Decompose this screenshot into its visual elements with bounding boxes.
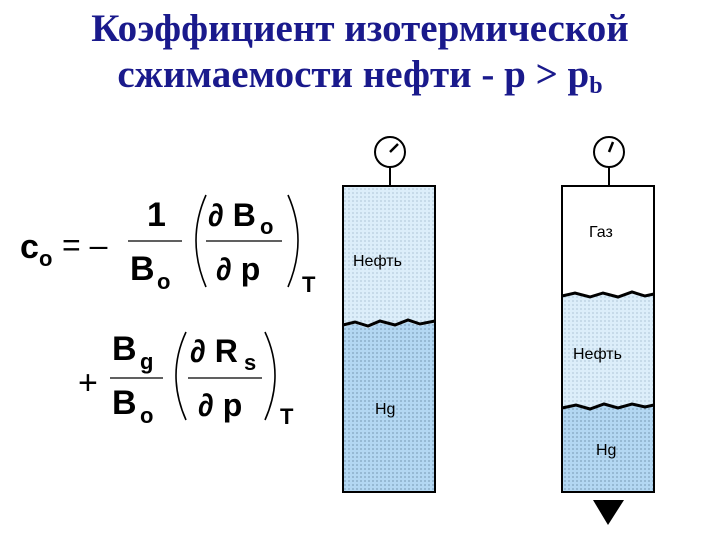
right-gas-region bbox=[562, 186, 654, 298]
right-oil-region bbox=[562, 293, 654, 408]
right-pressure-gauge bbox=[593, 136, 625, 186]
term2-left-paren bbox=[175, 331, 187, 421]
title-line-2-subscript: b bbox=[589, 73, 603, 99]
title-line-1: Коэффициент изотермической bbox=[91, 7, 629, 50]
right-gas-oil-interface bbox=[561, 290, 655, 299]
left-oil-label: Нефть bbox=[353, 253, 402, 270]
term2-dp: ∂ p bbox=[198, 387, 242, 423]
term1-den-subscript: o bbox=[157, 269, 170, 294]
left-mercury-label: Hg bbox=[375, 401, 396, 418]
right-mercury-region bbox=[562, 405, 654, 492]
term1-dBo-main: ∂ B bbox=[208, 197, 256, 233]
term1-dBo-subscript: o bbox=[260, 214, 273, 239]
left-oil-region bbox=[343, 186, 435, 327]
left-mercury-region bbox=[343, 322, 435, 492]
left-cell-wall bbox=[342, 185, 436, 493]
right-oil-mercury-interface bbox=[561, 402, 655, 411]
formula-lhs-subscript: o bbox=[39, 246, 52, 271]
right-mercury-label: Hg bbox=[596, 442, 617, 459]
right-gas-label: Газ bbox=[589, 224, 613, 241]
term2-den-B: B bbox=[112, 384, 137, 422]
formula-equals-minus: = – bbox=[62, 227, 108, 263]
slide-title: Коэффициент изотермической сжимаемости н… bbox=[0, 6, 720, 98]
term1-numerator: 1 bbox=[147, 196, 166, 234]
down-arrow-icon bbox=[593, 500, 624, 525]
title-line-2-main: сжимаемости нефти - p > p bbox=[117, 53, 590, 96]
formula-plus: + bbox=[78, 364, 98, 402]
right-cell-wall bbox=[561, 185, 655, 493]
right-oil-label: Нефть bbox=[573, 346, 622, 363]
left-cell bbox=[342, 136, 436, 493]
term2-T-subscript: T bbox=[280, 404, 294, 429]
left-oil-mercury-interface bbox=[342, 318, 436, 328]
term2-num-B: B bbox=[112, 330, 137, 368]
formula-lhs-c: c bbox=[20, 228, 39, 266]
term2-dRs-main: ∂ R bbox=[190, 333, 238, 369]
left-pressure-gauge bbox=[374, 136, 406, 186]
term1-right-paren bbox=[287, 194, 299, 288]
term2-dRs-subscript: s bbox=[244, 350, 256, 375]
term2-num-subscript: g bbox=[140, 349, 153, 374]
term1-dp: ∂ p bbox=[216, 251, 260, 287]
term1-left-paren bbox=[195, 194, 207, 288]
term1-den-B: B bbox=[130, 250, 155, 288]
term1-T-subscript: T bbox=[302, 272, 316, 297]
term2-right-paren bbox=[264, 331, 276, 421]
right-cell bbox=[561, 136, 655, 525]
title-line-2: сжимаемости нефти - p > pb bbox=[0, 52, 720, 98]
term2-den-subscript: o bbox=[140, 403, 153, 428]
